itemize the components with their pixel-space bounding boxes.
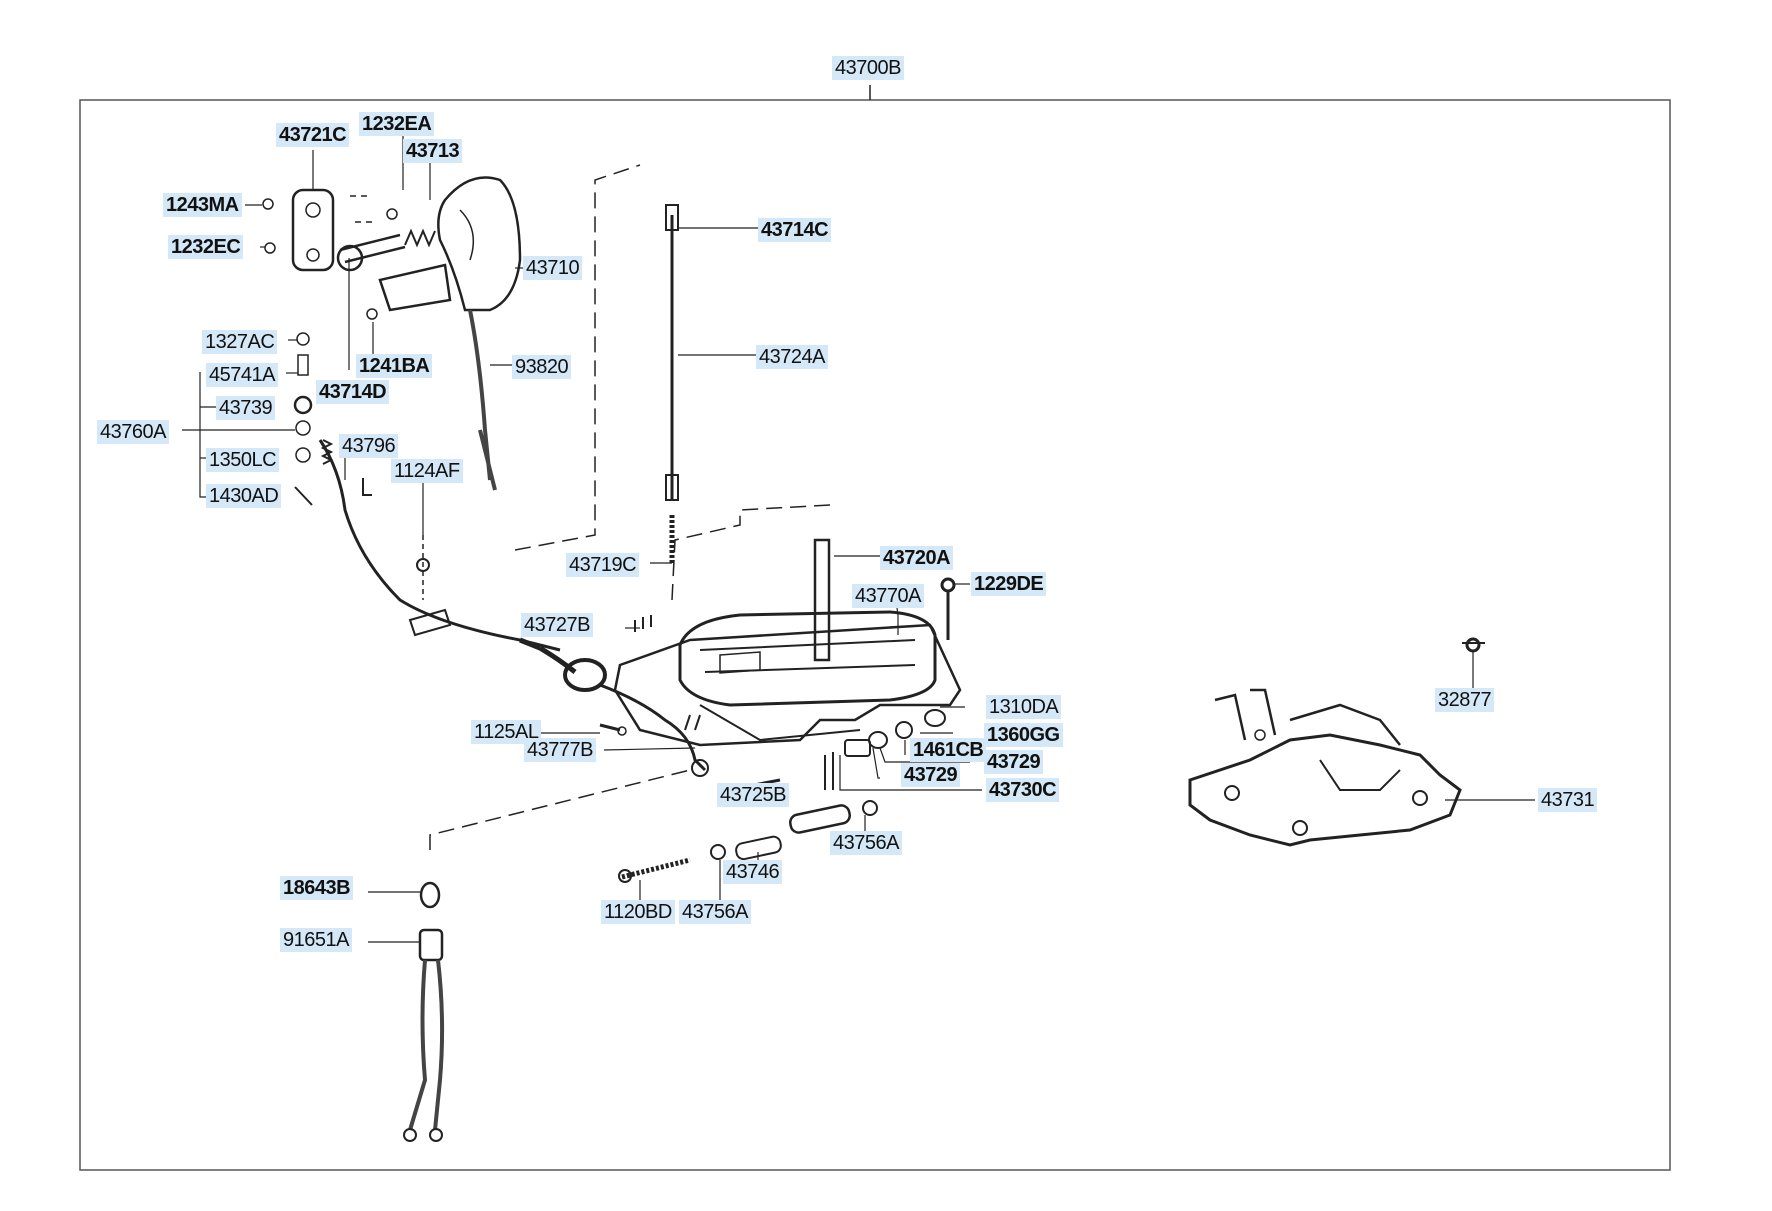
knob-cable [468,309,497,491]
part-label: 1360GG [984,723,1063,747]
part-label: 43777B [524,738,596,762]
grommet [563,658,607,692]
part-label: 43760A [97,420,169,444]
part-label: 43756A [679,900,751,924]
part-label: 43714C [758,218,832,242]
part-label: 1327AC [202,330,278,354]
spring [404,228,436,248]
leader-lines [182,130,1535,943]
part-label: 43725B [717,783,789,807]
bolt-1120BD [621,857,691,880]
part-label: 43730C [986,778,1060,802]
part-label: 1229DE [971,572,1047,596]
part-label: 43721C [276,123,350,147]
assembly-label: 43700B [832,56,904,80]
part-label: 1310DA [986,695,1062,719]
bulb-18643B [419,881,441,909]
part-label: 43710 [523,256,583,280]
part-label: 43731 [1538,788,1598,812]
base-plate [613,623,962,747]
part-label: 43719C [566,553,640,577]
part-label: 91651A [280,928,352,952]
assembly-frame [79,99,1671,1171]
part-label: 18643B [280,876,354,900]
button-housing [291,188,335,272]
part-label: 1461CB [910,738,987,762]
part-label: 43724A [756,345,828,369]
part-label: 43770A [852,584,924,608]
part-label: 43756A [830,831,902,855]
shift-knob [437,176,522,312]
part-label: 43796 [339,434,399,458]
part-label: 45741A [206,363,278,387]
indicator-bezel [678,610,937,707]
part-label: 43720A [880,546,954,570]
part-label: 43713 [403,139,463,163]
part-label: 1232EA [359,112,435,136]
part-label: 1350LC [206,448,280,472]
part-label: 43746 [723,860,783,884]
part-label: 1124AF [391,459,463,483]
part-label: 1125AL [471,720,542,744]
part-label: 93820 [512,355,572,379]
part-label: 43729 [901,763,961,787]
part-label: 43739 [216,396,276,420]
part-label: 1241BA [356,354,433,378]
shift-housing [1188,733,1462,847]
push-rod [339,233,406,264]
part-label: 32877 [1435,688,1495,712]
part-label: 1232EC [168,235,244,259]
socket-91651A [418,928,444,962]
part-label: 43729 [984,750,1044,774]
shift-cable [318,439,561,652]
part-label: 1243MA [163,193,242,217]
part-label: 1120BD [601,900,675,924]
shift-lever [813,538,831,662]
part-label: 43714D [316,380,390,404]
detent-lever [378,263,452,312]
part-label: 43727B [521,613,593,637]
part-label: 1430AD [206,484,282,508]
